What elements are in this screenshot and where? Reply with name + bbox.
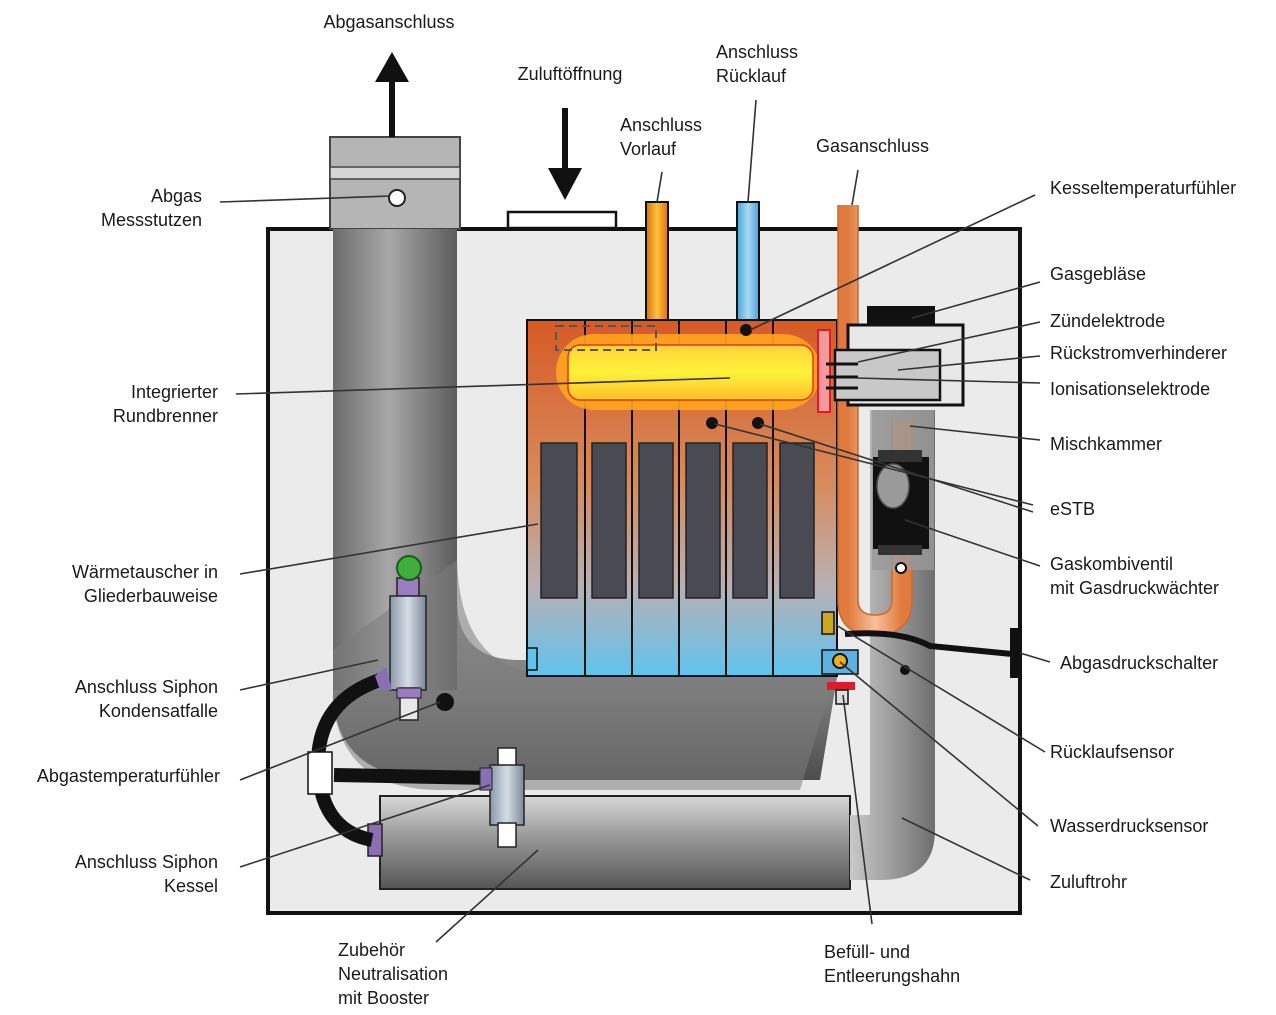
label-supply-air-pipe: Zuluftrohr (1050, 872, 1128, 892)
exhaust-temperature-sensor (436, 693, 454, 711)
label-round-burner: Integrierter Rundbrenner (112, 382, 218, 426)
gas-pipe (838, 205, 912, 636)
label-gas-combination-valve: Gaskombiventil mit Gasdruckwächter (1050, 554, 1220, 598)
label-boiler-temperature-sensor: Kesseltemperaturfühler (1050, 178, 1237, 198)
gas-blower-fan (867, 306, 935, 326)
label-flow-connection: Anschluss Vorlauf (620, 115, 703, 159)
label-siphon-condensate-trap: Anschluss Siphon Kondensatfalle (74, 677, 218, 721)
pressure-switch-cable (844, 630, 1013, 657)
exhaust-pressure-switch (1010, 628, 1020, 678)
exhaust-measuring-port (388, 189, 406, 207)
label-return-sensor: Rücklaufsensor (1050, 742, 1175, 762)
label-backflow-preventer: Rückstromverhinderer (1050, 343, 1228, 363)
siphon-connection-vertical (389, 595, 427, 691)
label-heat-exchanger: Wärmetauscher in Gliederbauweise (71, 562, 218, 606)
estb-sensor-2 (752, 417, 764, 429)
label-return-connection: Anschluss Rücklauf (716, 42, 799, 86)
exhaust-cap (329, 136, 461, 230)
return-pipe (736, 201, 760, 321)
label-neutralisation: Zubehör Neutralisation mit Booster (338, 940, 449, 1008)
label-ignition-electrode: Zündelektrode (1050, 311, 1166, 331)
fill-drain-valve (827, 682, 855, 690)
air-intake-slot (506, 210, 618, 230)
label-air-intake: Zuluftöffnung (517, 64, 623, 84)
flow-pipe (645, 201, 669, 321)
boiler-temperature-sensor (740, 324, 752, 336)
leader-lines (219, 99, 1051, 943)
label-gas-blower: Gasgebläse (1050, 264, 1147, 284)
label-exhaust-measuring-port: Abgas Messstutzen (100, 186, 202, 230)
label-exhaust-connection: Abgasanschluss (323, 12, 455, 32)
label-siphon-boiler: Anschluss Siphon Kessel (74, 852, 218, 896)
label-gas-connection: Gasanschluss (816, 136, 930, 156)
label-ionisation-electrode: Ionisationselektrode (1050, 379, 1211, 399)
label-water-pressure-sensor: Wasserdrucksensor (1050, 816, 1209, 836)
siphon-connection-tank (489, 764, 525, 826)
label-exhaust-pressure-switch: Abgasdruckschalter (1060, 653, 1219, 673)
label-estb: eSTB (1050, 499, 1096, 519)
label-mixing-chamber: Mischkammer (1050, 434, 1163, 454)
label-exhaust-temperature-sensor: Abgastemperaturfühler (36, 766, 220, 786)
label-fill-drain-valve: Befüll- und Entleerungshahn (824, 942, 961, 986)
neutralisation-tank (379, 795, 851, 890)
estb-sensor-1 (706, 417, 718, 429)
